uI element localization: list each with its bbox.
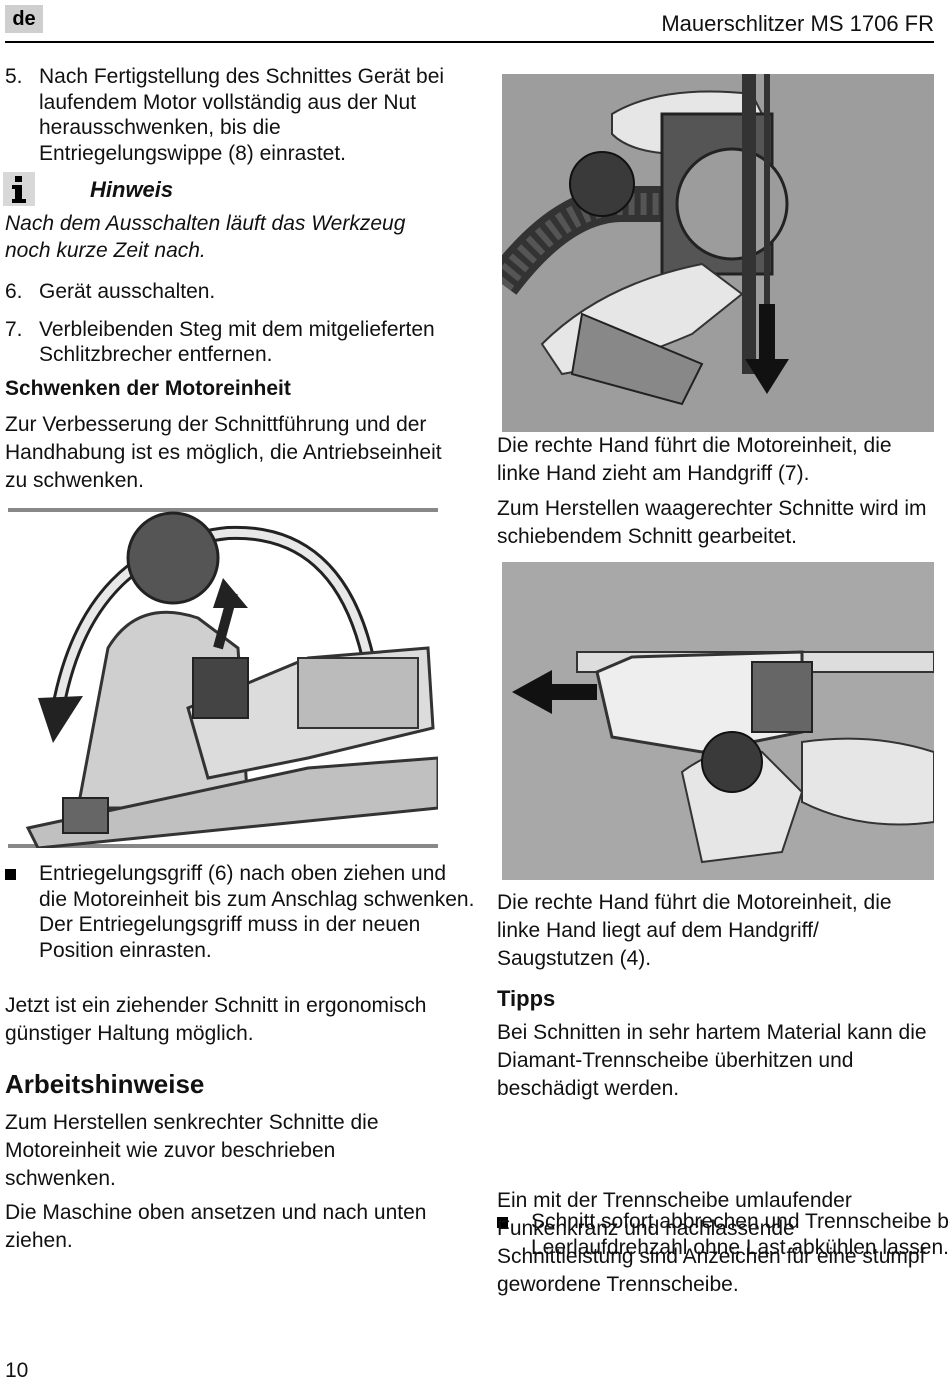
step-text: Verbleibenden Steg mit dem mitgelieferte…	[39, 317, 435, 367]
step-number: 7.	[5, 317, 23, 341]
tips-text-2: Ein mit der Trennscheibe umlaufender Fun…	[497, 1189, 926, 1296]
step-text: Gerät ausschalten.	[39, 280, 216, 303]
step-list-6-7: 6. Gerät ausschalten. 7. Verbleibenden Ste…	[5, 279, 445, 368]
step-number: 5.	[5, 65, 23, 88]
bullet-square	[5, 869, 16, 880]
step-number: 6.	[5, 280, 23, 303]
page-number: 10	[5, 1359, 29, 1382]
language-badge: de	[5, 5, 43, 33]
bullet-text: Schnitt sofort abbrechen und Trennscheib…	[531, 1210, 950, 1259]
list-item: 6. Gerät ausschalten.	[5, 279, 445, 305]
vertical-cut-photo	[502, 74, 934, 432]
section-text-swivel: Zur Verbesserung der Schnittführung und …	[5, 413, 442, 492]
section-heading-work: Arbeitshinweise	[5, 1069, 205, 1099]
note-heading: Hinweis	[90, 177, 174, 202]
bullet-square	[497, 1217, 508, 1228]
caption-vertical-cut: Die rechte Hand führt die Motoreinheit, …	[497, 434, 892, 485]
bullet-continuation: Der Entriegelungsgriff muss in der neuen…	[39, 913, 421, 962]
tips-heading: Tipps	[497, 986, 556, 1011]
horizontal-cut-photo	[502, 562, 934, 880]
bullet-text: Entriegelungsgriff (6) nach oben ziehen …	[39, 862, 475, 911]
work-text-1: Zum Herstellen senkrechter Schnitte die …	[5, 1111, 379, 1190]
step-text: Nach Fertigstellung des Schnittes Gerät …	[39, 65, 445, 165]
machine-swivel-photo	[8, 508, 438, 848]
header-divider	[5, 41, 934, 43]
tips-text-1: Bei Schnitten in sehr hartem Material ka…	[497, 1021, 927, 1100]
bullet-unlock: Entriegelungsgriff (6) nach oben ziehen …	[5, 861, 479, 963]
horizontal-cut-text: Zum Herstellen waagerechter Schnitte wir…	[497, 497, 927, 548]
note-text: Nach dem Ausschalten läuft das Werkzeug …	[5, 212, 406, 262]
list-item: 7. Verbleibenden Steg mit dem mitgeliefer…	[5, 317, 445, 368]
tips-bullet: Schnitt sofort abbrechen und Trennscheib…	[497, 1209, 950, 1260]
list-item: 5. Nach Fertigstellung des Schnittes Gerä…	[5, 64, 445, 166]
pulling-cut-text: Jetzt ist ein ziehender Schnitt in ergon…	[5, 994, 427, 1045]
step-list-5: 5. Nach Fertigstellung des Schnittes Gerä…	[5, 64, 445, 166]
info-icon	[3, 172, 35, 206]
document-title: Mauerschlitzer MS 1706 FR	[661, 11, 934, 36]
section-heading-swivel: Schwenken der Motoreinheit	[5, 377, 291, 400]
caption-horizontal-cut: Die rechte Hand führt die Motoreinheit, …	[497, 891, 892, 970]
work-text-2: Die Maschine oben ansetzen und nach unte…	[5, 1201, 427, 1252]
